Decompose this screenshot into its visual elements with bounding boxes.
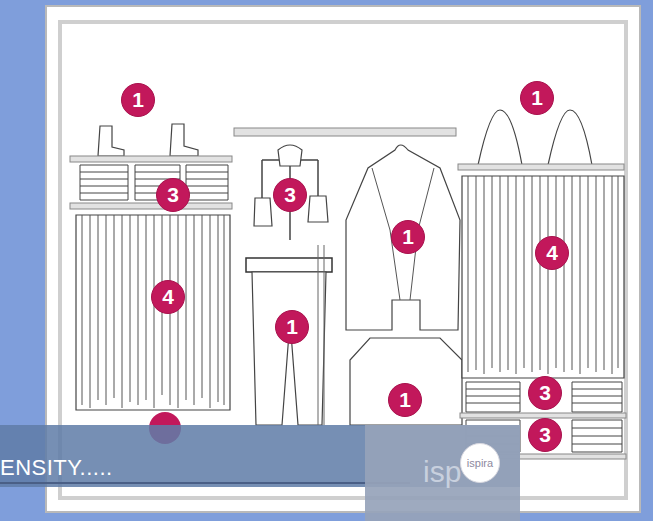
callout-circle [122,84,155,117]
shelf [234,128,456,136]
shirt [350,338,462,425]
garment-lines [82,215,224,408]
callout-marker: 3 [273,178,307,212]
shelf [458,164,624,170]
callout-marker: 4 [535,236,569,270]
shelf [70,203,232,209]
callout-circle [529,377,562,410]
folded-stack [80,165,228,200]
trouser-hanger [246,258,332,272]
stand-pole [318,245,324,425]
underline-rule [0,482,410,484]
boot [170,124,198,156]
gloves-and-scarf [254,145,328,226]
callout-number: 3 [156,178,190,212]
callout-number: 3 [528,376,562,410]
callout-circle [152,281,185,314]
callout-circle [392,221,425,254]
hanging-garments [462,176,624,378]
callout-marker: 1 [121,83,155,117]
logo-text: ispira [460,443,500,483]
callout-number: 4 [151,280,185,314]
callout-marker: 3 [528,376,562,410]
callout-circle [157,179,190,212]
callout-circle [389,384,422,417]
hanging-garments [76,215,230,410]
callout-number: 4 [535,236,569,270]
callout-number: 1 [121,83,155,117]
callout-marker: 1 [275,310,309,344]
logo-badge: ispira [460,443,500,483]
callout-marker: 4 [151,280,185,314]
callout-marker: 3 [156,178,190,212]
jacket [346,145,460,330]
callout-number: 1 [275,310,309,344]
callout-circle [536,237,569,270]
callout-circle [276,311,309,344]
callout-marker: 1 [391,220,425,254]
callout-circle [521,82,554,115]
brand-text: isp [423,455,461,489]
callout-number: 1 [391,220,425,254]
jacket-lapels [372,168,434,300]
band-title: ENSITY..... [0,455,113,481]
hat [478,110,592,165]
callout-marker: 1 [388,383,422,417]
callout-marker: 3 [528,418,562,452]
shelf [70,156,232,162]
brand-box: ispispira [365,425,520,521]
callout-number: 1 [388,383,422,417]
boot [98,126,124,156]
callout-number: 3 [528,418,562,452]
callout-circle [529,419,562,452]
callout-number: 1 [520,81,554,115]
callout-number: 3 [273,178,307,212]
shelf [460,413,626,418]
trousers [252,272,326,425]
callout-circle [274,179,307,212]
callout-marker: 1 [520,81,554,115]
garment-lines [468,176,618,374]
logo-circle [461,444,500,483]
